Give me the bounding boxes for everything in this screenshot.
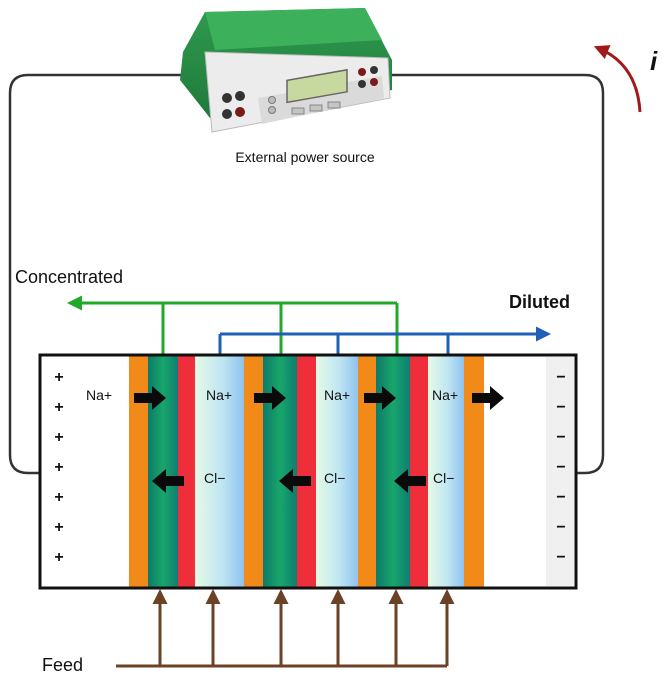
cation-label: Na+: [432, 387, 458, 403]
anion-exchange-membrane: [358, 355, 376, 588]
dilute-channel: [316, 355, 358, 588]
cation-label: Na+: [86, 387, 112, 403]
plus-sign: +: [54, 369, 63, 386]
cathode-signs: − − − − − − −: [556, 369, 565, 566]
left-arrow-icon: [279, 469, 311, 493]
anion-label: Cl−: [324, 470, 345, 486]
minus-sign: −: [556, 549, 565, 566]
feed-label: Feed: [42, 655, 83, 675]
plus-sign: +: [54, 459, 63, 476]
dilute-channel: [428, 355, 464, 588]
circuit-wire-right: [388, 73, 605, 475]
right-arrow-icon: [134, 386, 166, 410]
anion-exchange-membrane: [129, 355, 148, 588]
right-arrow-icon: [254, 386, 286, 410]
cathode-compartment: [546, 357, 574, 586]
minus-sign: −: [556, 489, 565, 506]
right-arrow-icon: [472, 386, 504, 410]
anion-label: Cl−: [204, 470, 225, 486]
cation-exchange-membrane: [178, 355, 195, 588]
current-symbol: i: [650, 46, 658, 76]
anode-signs: + + + + + + +: [54, 369, 63, 566]
cation-migration-arrows: [134, 386, 504, 410]
left-arrow-icon: [394, 469, 426, 493]
diluted-outlet-lines: [218, 326, 551, 355]
cation-label: Na+: [324, 387, 350, 403]
cation-exchange-membrane: [297, 355, 316, 588]
minus-sign: −: [556, 519, 565, 536]
anion-migration-arrows: [152, 469, 426, 493]
minus-sign: −: [556, 429, 565, 446]
plus-sign: +: [54, 519, 63, 536]
cation-exchange-membrane: [410, 355, 428, 588]
power-source-label: External power source: [235, 149, 375, 165]
anion-exchange-membrane: [464, 355, 484, 588]
electrodialysis-cell-stack: [38, 353, 578, 590]
power-supply-icon: [180, 8, 392, 133]
concentrated-label: Concentrated: [15, 267, 123, 287]
concentrate-channel: [376, 355, 410, 588]
cell-housing-border: [38, 353, 578, 590]
dilute-channel: [195, 355, 244, 588]
cation-label: Na+: [206, 387, 232, 403]
diluted-label: Diluted: [509, 292, 570, 312]
plus-sign: +: [54, 549, 63, 566]
anion-label: Cl−: [433, 470, 454, 486]
left-arrow-icon: [152, 469, 184, 493]
anode-compartment: [42, 357, 128, 586]
plus-sign: +: [54, 399, 63, 416]
anion-exchange-membrane: [244, 355, 263, 588]
minus-sign: −: [556, 399, 565, 416]
feed-inlet-lines: [116, 589, 455, 668]
circuit-wire: [8, 73, 182, 475]
plus-sign: +: [54, 489, 63, 506]
right-arrow-icon: [364, 386, 396, 410]
minus-sign: −: [556, 459, 565, 476]
current-direction-arrow: [593, 45, 642, 113]
minus-sign: −: [556, 369, 565, 386]
plus-sign: +: [54, 429, 63, 446]
concentrated-outlet-lines: [67, 295, 399, 355]
